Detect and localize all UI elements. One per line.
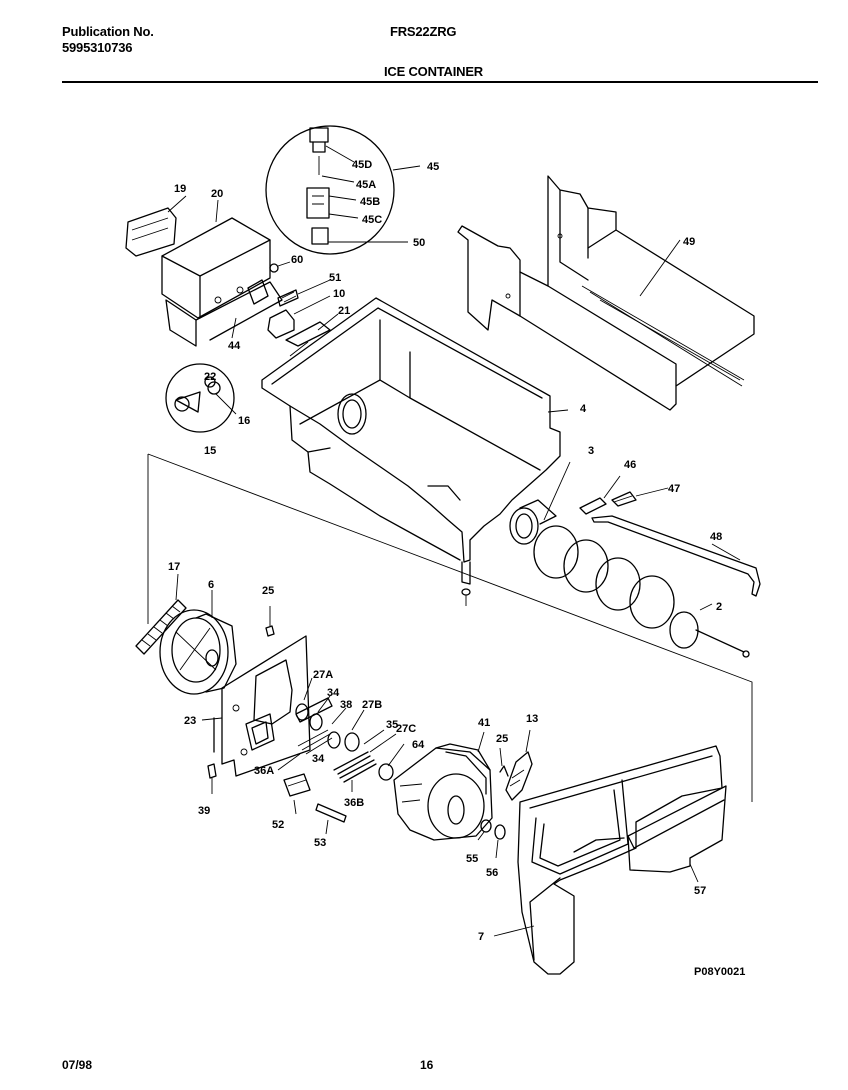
callout-45D: 45D [352, 159, 372, 171]
callout-41: 41 [478, 717, 490, 729]
callout-50: 50 [413, 237, 425, 249]
footer-page-number: 16 [420, 1058, 434, 1072]
callout-56: 56 [486, 867, 498, 879]
small-parts-upper [267, 261, 339, 347]
rod-parts [579, 475, 761, 597]
callout-64: 64 [412, 739, 425, 751]
callout-25: 25 [262, 585, 274, 597]
callout-45C: 45C [362, 214, 382, 226]
motor-bracket [125, 195, 283, 347]
chute-door-7 [493, 745, 723, 975]
assembly-outline [147, 453, 753, 802]
auger-motor-housing-41 [393, 731, 493, 841]
callout-27B: 27B [362, 699, 382, 711]
callout-53: 53 [314, 837, 326, 849]
callout-34-upper: 34 [327, 687, 340, 699]
shaft-parts [277, 677, 405, 792]
callout-13: 13 [526, 713, 538, 725]
callout-3: 3 [588, 445, 594, 457]
callout-20: 20 [211, 188, 223, 200]
callout-52: 52 [272, 819, 284, 831]
publication-number: 5995310736 [62, 40, 133, 55]
callout-45B: 45B [360, 196, 380, 208]
callout-19: 19 [174, 183, 186, 195]
callout-22: 22 [204, 371, 216, 383]
gear-detail-circle [165, 363, 237, 433]
ice-bin [261, 297, 569, 606]
callout-48: 48 [710, 531, 722, 543]
callout-21: 21 [338, 305, 350, 317]
callout-6: 6 [208, 579, 214, 591]
callout-4: 4 [580, 403, 587, 415]
callout-10: 10 [333, 288, 345, 300]
callout-47: 47 [668, 483, 680, 495]
bearing-plate-23 [201, 635, 311, 777]
callout-27C: 27C [396, 723, 416, 735]
callout-38: 38 [340, 699, 352, 711]
callout-35: 35 [386, 719, 398, 731]
footer-date: 07/98 [62, 1058, 93, 1072]
callout-23: 23 [184, 715, 196, 727]
callout-34-lower: 34 [312, 753, 325, 765]
callout-44: 44 [228, 340, 241, 352]
switch-detail-circle [265, 125, 421, 255]
callout-7: 7 [478, 931, 484, 943]
auger-coil [509, 461, 750, 658]
callout-57: 57 [694, 885, 706, 897]
callout-51: 51 [329, 272, 341, 284]
callout-25-lower: 25 [496, 733, 508, 745]
callout-36A: 36A [254, 765, 274, 777]
small-parts-lower [207, 763, 347, 835]
cam-13-25 [494, 729, 533, 859]
callout-15: 15 [204, 445, 216, 457]
section-title: ICE CONTAINER [384, 64, 483, 79]
callout-17: 17 [168, 561, 180, 573]
spring-17 [135, 573, 187, 655]
callout-49: 49 [683, 236, 695, 248]
drawing-id: P08Y0021 [694, 966, 746, 978]
screw-25 [265, 606, 275, 637]
callout-36B: 36B [344, 797, 364, 809]
header-rule [62, 81, 818, 83]
cover-plate [457, 175, 755, 411]
callout-55: 55 [466, 853, 478, 865]
callout-46: 46 [624, 459, 636, 471]
flap-57 [627, 785, 727, 883]
model-number: FRS22ZRG [390, 24, 457, 39]
callout-16: 16 [238, 415, 250, 427]
gear-wheel-6 [159, 590, 237, 695]
callout-labels: 45D 45 45A 45B 45C 50 19 20 49 60 51 10 … [168, 159, 722, 943]
callout-45: 45 [427, 161, 439, 173]
callout-27A: 27A [313, 669, 333, 681]
callout-60: 60 [291, 254, 303, 266]
callout-2: 2 [716, 601, 722, 613]
callout-45A: 45A [356, 179, 376, 191]
publication-label: Publication No. [62, 24, 154, 39]
callout-39: 39 [198, 805, 210, 817]
